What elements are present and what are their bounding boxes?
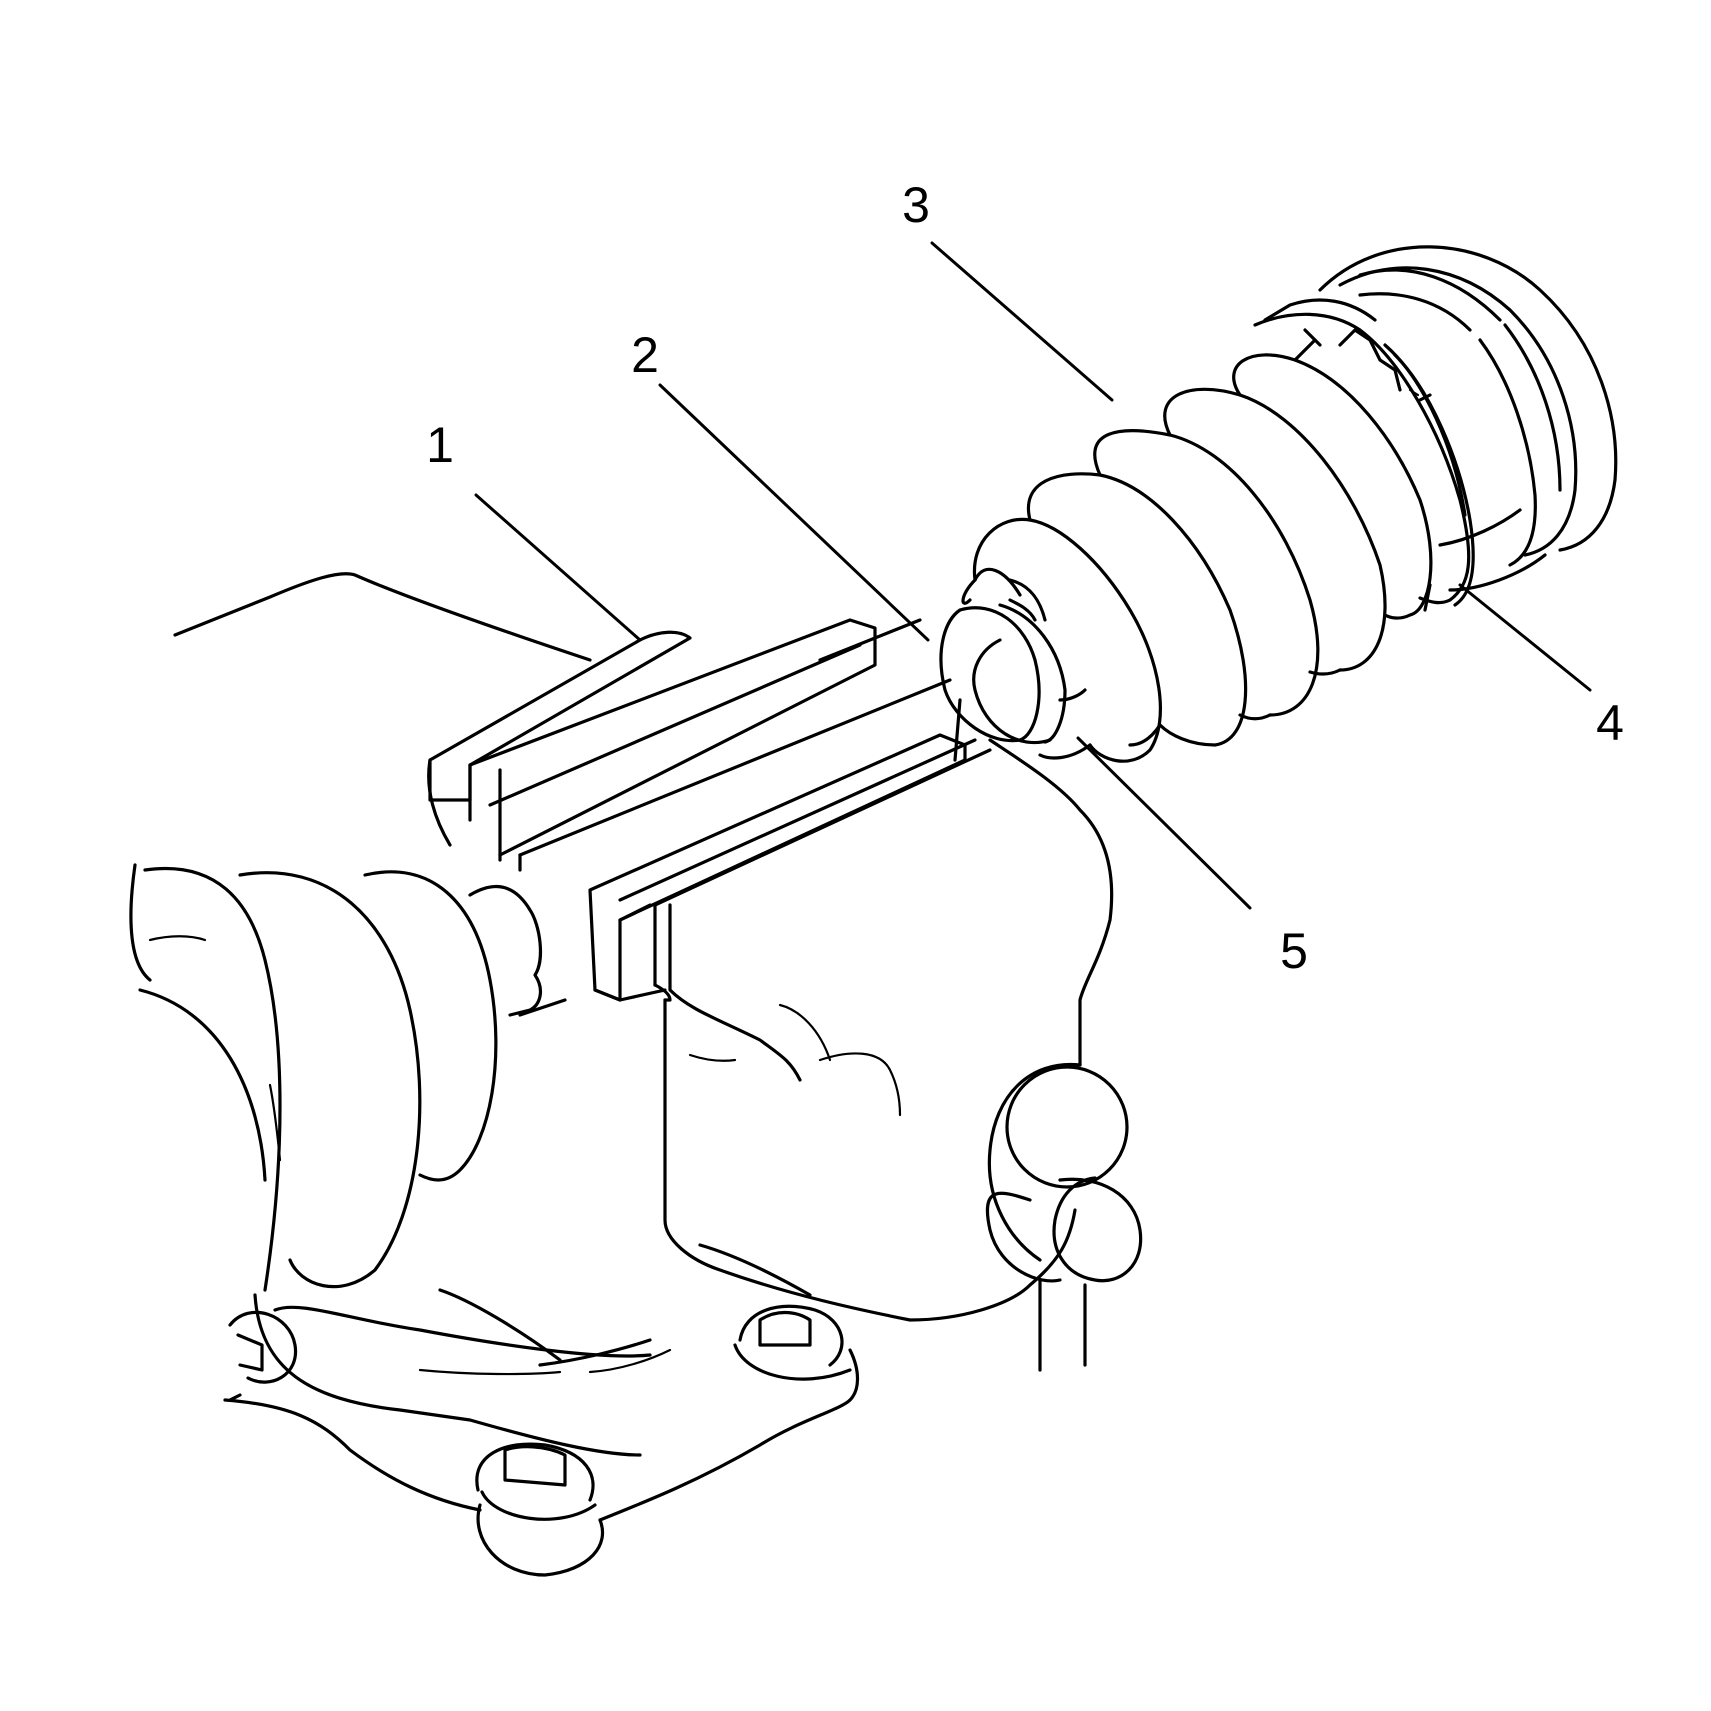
outer-cv-housing [1318,245,1618,612]
callout-2: 2 [631,327,659,383]
vise-bolt-left [228,1310,298,1384]
boot-clamp-large [1253,298,1475,607]
leader-line-5 [1076,736,1252,910]
callout-4: 4 [1596,695,1624,751]
inner-cv-boot [129,863,567,1292]
leader-line-4 [1458,583,1592,692]
callout-3: 3 [902,177,930,233]
boot-clamp-small [939,598,1067,744]
vise-bolt-front [475,1442,597,1521]
callout-1: 1 [426,417,454,473]
leader-line-3 [930,241,1114,402]
vise-bolt-right [733,1304,852,1381]
leader-line-2 [658,383,930,642]
vise-base [223,1288,860,1577]
vise-handle [985,1065,1143,1372]
leader-line-1 [474,493,642,642]
callout-5: 5 [1280,923,1308,979]
outer-cv-boot [961,338,1433,763]
vise-body [173,572,1143,1372]
vise-jaws [427,618,992,1082]
axle-shaft [818,618,1052,762]
